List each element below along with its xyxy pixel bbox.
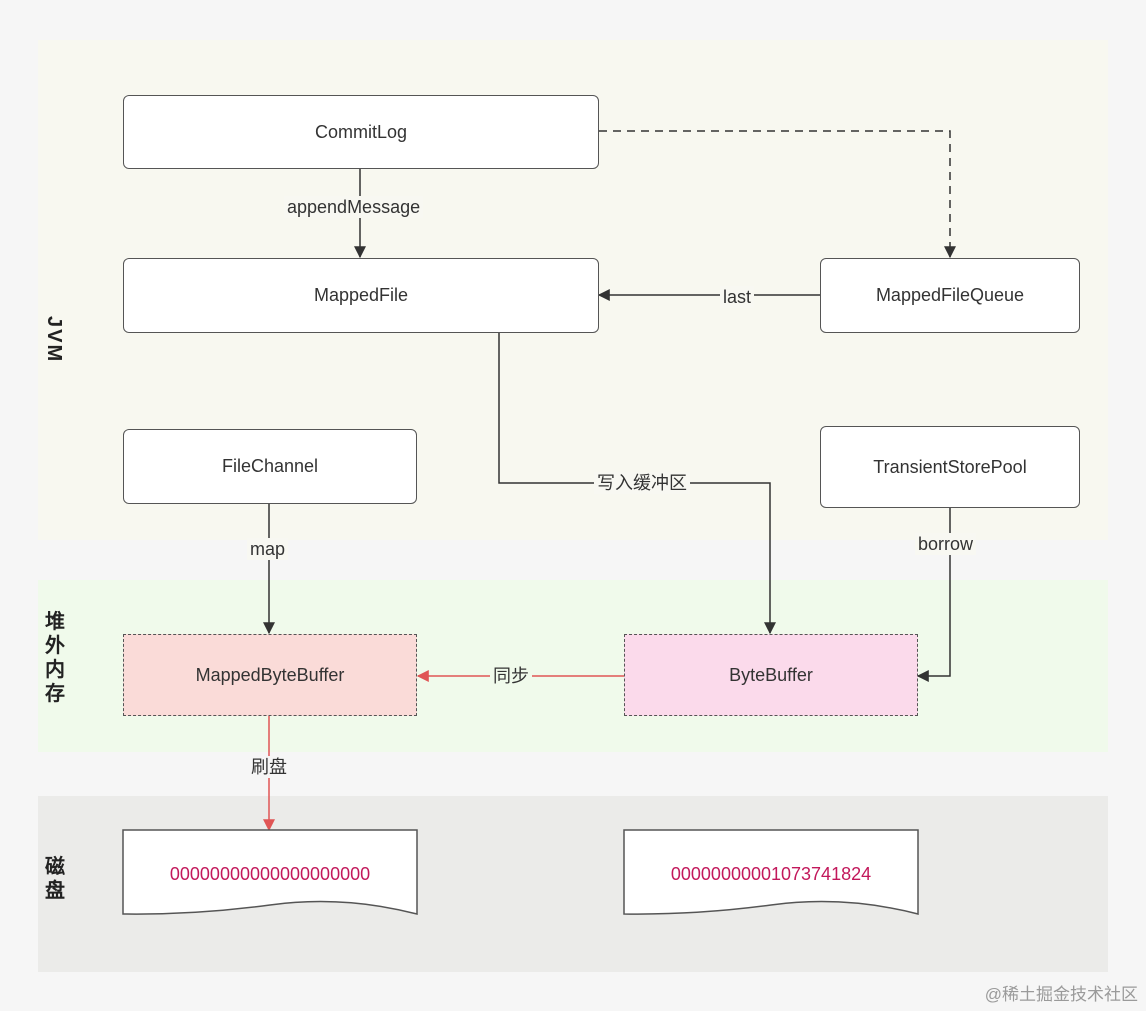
edge-label-last: last [720,286,755,308]
disk-label: 磁盘 [45,856,65,902]
mappedfilequeue-node[interactable]: MappedFileQueue [820,258,1080,333]
bytebuffer-node[interactable]: ByteBuffer [624,634,918,716]
edge-label-write-buffer: 写入缓冲区 [594,472,690,494]
edge-borrow [916,508,951,682]
file-name-2: 00000000001073741824 [670,864,872,884]
commitlog-node[interactable]: CommitLog [123,95,599,169]
file-doc-2 [623,829,919,915]
watermark: @稀土掘金技术社区 [984,985,1138,1004]
edge-label-flush: 刷盘 [248,756,290,778]
transientstorepool-node[interactable]: TransientStorePool [820,426,1080,508]
edge-label-borrow: borrow [915,533,977,555]
mappedfile-node[interactable]: MappedFile [123,258,599,333]
edge-queue [599,130,956,259]
file-name-1: 00000000000000000000 [169,864,371,884]
filechannel-node[interactable]: FileChannel [123,429,417,504]
file-doc-1 [122,829,418,915]
mappedbytebuffer-node[interactable]: MappedByteBuffer [123,634,417,716]
edge-label-sync: 同步 [490,665,532,687]
edge-label-append: appendMessage [284,196,424,218]
jvm-label: JVM [43,316,65,364]
edge-label-map: map [247,538,289,560]
offheap-label: 堆外内存 [45,611,65,705]
